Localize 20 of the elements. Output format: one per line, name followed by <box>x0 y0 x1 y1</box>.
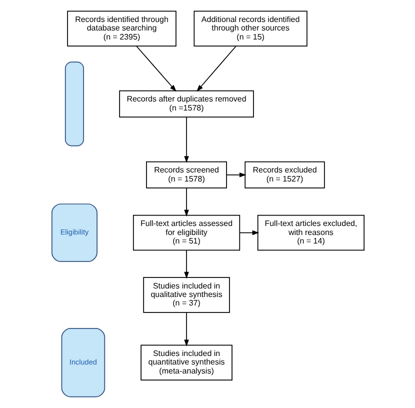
arrow <box>184 250 188 279</box>
node-box: Studies included in quantitative synthesis (meta-analysis) <box>140 344 232 381</box>
arrow <box>238 230 259 236</box>
arrow <box>184 116 188 163</box>
node-box: Included <box>60 328 105 398</box>
node-box: Full-text articles excluded, with reasons (n = 14) <box>256 214 364 251</box>
node-box: Full-text articles assessed for eligibility (n = 51) <box>132 214 240 251</box>
node-box: Additional records identified through other sources (n = 15) <box>193 10 307 47</box>
arrow <box>184 188 188 217</box>
node-box <box>64 62 84 146</box>
node-box: Records after duplicates removed (n =1578) <box>118 90 254 118</box>
node-box: Studies included in qualitative synthesis (n = 37) <box>142 277 230 313</box>
node-box: Records screened (n = 1578) <box>146 161 226 188</box>
arrow <box>226 172 246 178</box>
arrow <box>184 312 188 346</box>
node-box: Records identified through database searching (n = 2395) <box>66 10 176 47</box>
arrow <box>196 46 236 92</box>
arrow <box>136 46 176 92</box>
node-box: Records excluded (n = 1527) <box>244 161 324 188</box>
node-box: Eligibility <box>50 204 97 262</box>
